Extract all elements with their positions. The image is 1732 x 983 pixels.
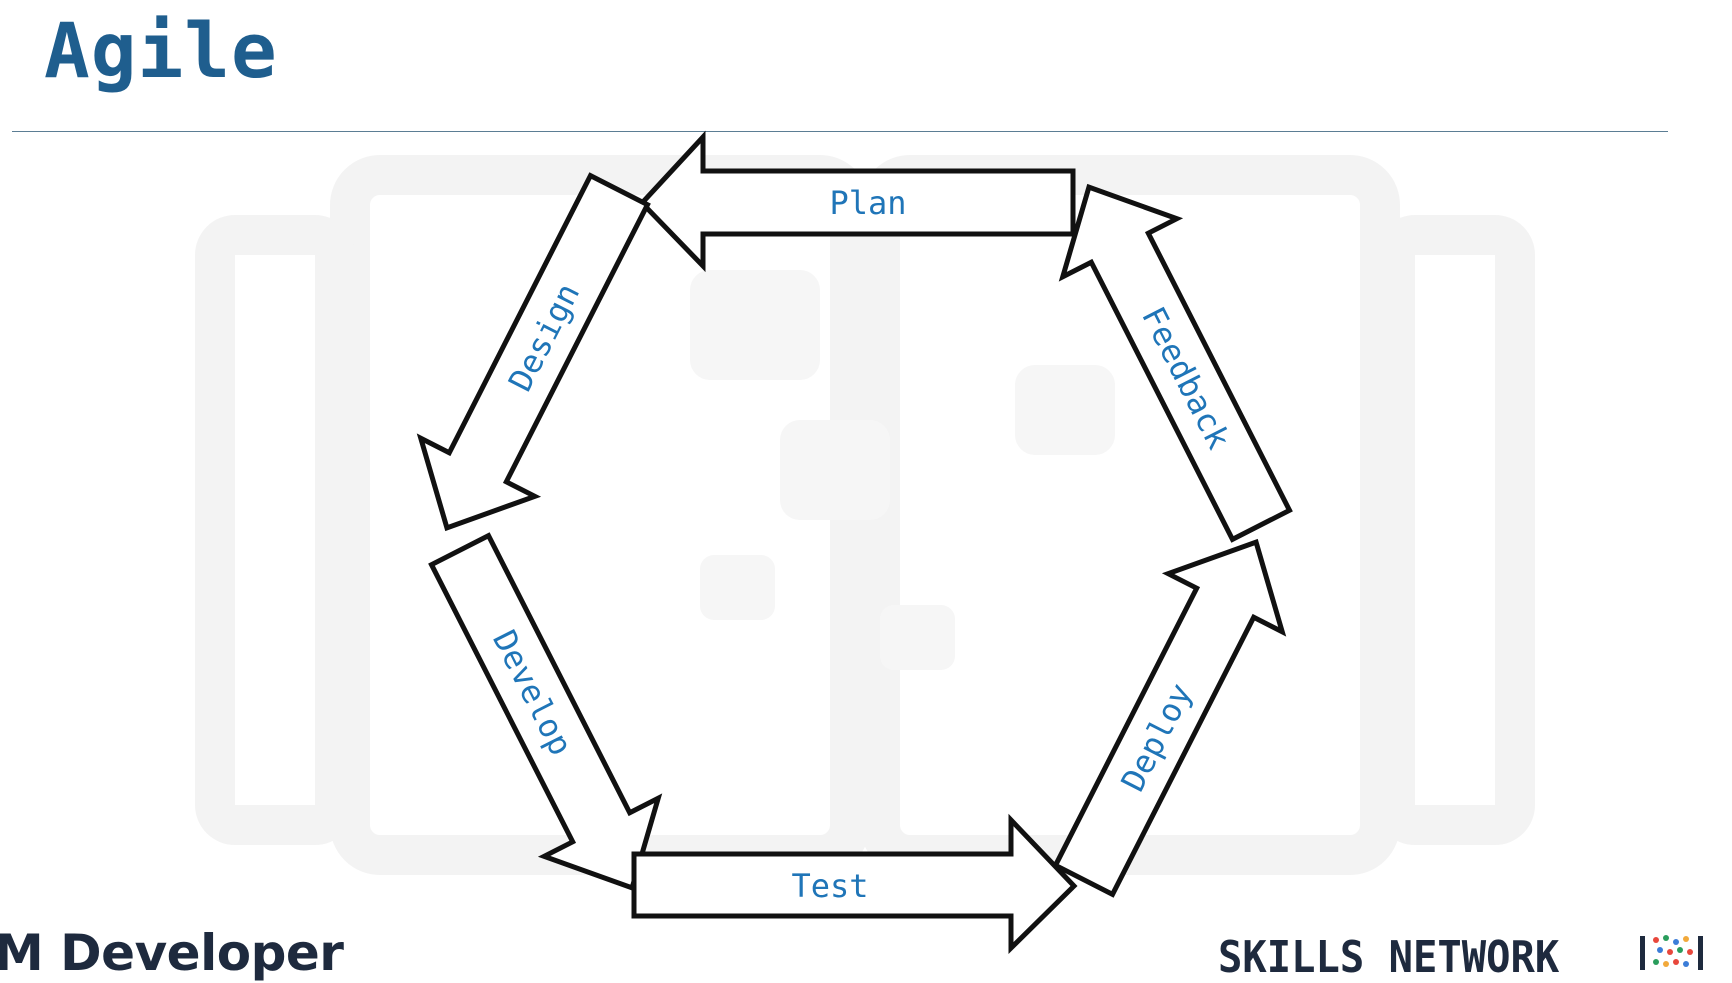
arrow-deploy-shape bbox=[1052, 538, 1287, 898]
skills-network-logo-icon bbox=[1640, 935, 1703, 970]
arrow-plan-label: Plan bbox=[829, 184, 906, 222]
arrow-plan-shape bbox=[638, 130, 1076, 273]
arrow-design: Design bbox=[416, 172, 651, 532]
arrow-test-label: Test bbox=[791, 867, 868, 905]
slide-title: Agile bbox=[44, 6, 278, 95]
arrow-design-shape bbox=[416, 172, 651, 532]
arrow-feedback-shape bbox=[1058, 183, 1293, 543]
arrow-test-shape bbox=[631, 813, 1078, 954]
footer-course-label: M Developer bbox=[0, 924, 344, 982]
arrow-deploy: Deploy bbox=[1052, 538, 1287, 898]
title-divider bbox=[12, 131, 1668, 132]
footer-brand-label: SKILLS NETWORK bbox=[1218, 932, 1560, 983]
arrow-plan: Plan bbox=[638, 130, 1076, 273]
arrow-develop-shape bbox=[428, 532, 663, 892]
arrow-test: Test bbox=[631, 813, 1078, 954]
